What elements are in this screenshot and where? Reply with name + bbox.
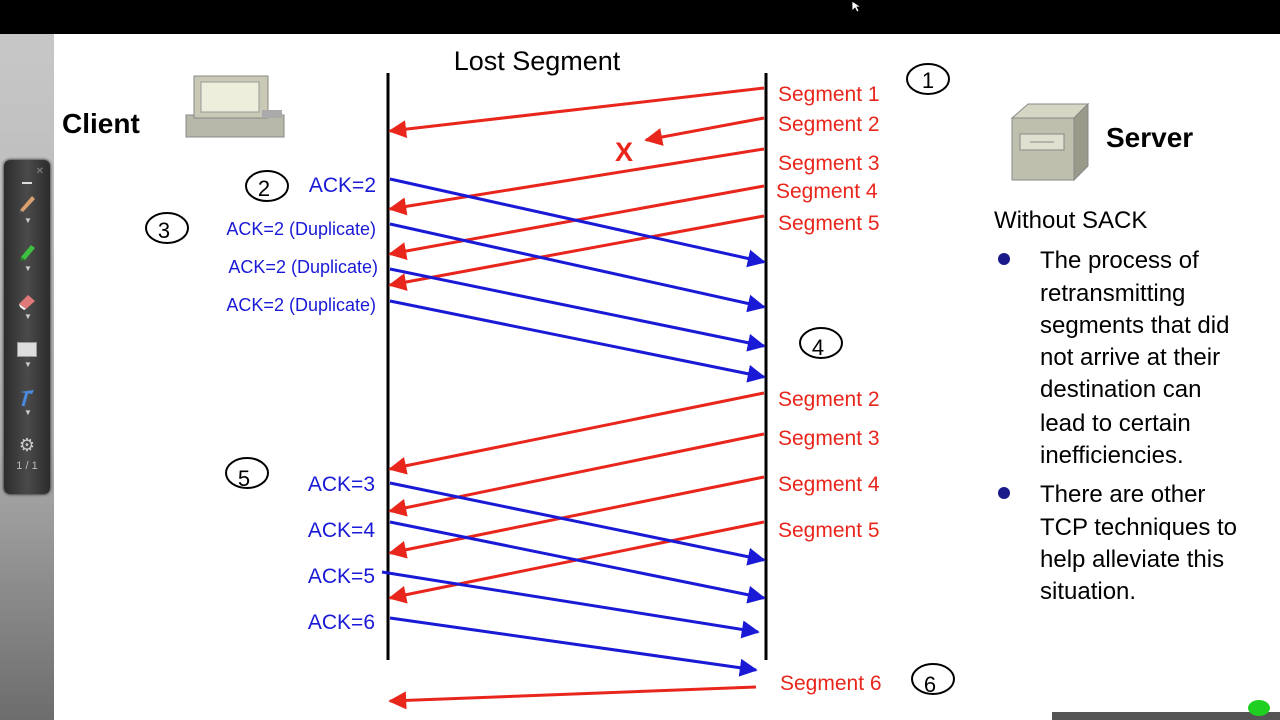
mouse-cursor-icon [851, 0, 863, 13]
status-indicator-icon [1248, 700, 1270, 716]
ack-arrow [389, 177, 766, 268]
step-marker-label: 3 [158, 218, 170, 243]
segment-label: Segment 2 [778, 388, 880, 411]
ack-arrow [389, 520, 766, 604]
step-marker-label: 4 [812, 335, 824, 360]
dropdown-arrow-icon[interactable]: ▼ [24, 264, 32, 273]
ack-arrow [389, 481, 766, 566]
ack-label: ACK=6 [308, 611, 375, 634]
ack-arrow [389, 299, 766, 383]
top-bar [0, 0, 1280, 34]
ack-label: ACK=2 (Duplicate) [226, 295, 376, 315]
step-marker-2: 2 [245, 170, 289, 202]
bullet-2-line: help alleviate this [1040, 546, 1224, 573]
step-marker-6: 6 [911, 663, 955, 697]
bullet-2-line: situation. [1040, 578, 1136, 605]
segment-label: Segment 4 [778, 473, 880, 496]
ack-label: ACK=2 (Duplicate) [228, 257, 378, 277]
pen-icon[interactable] [14, 190, 40, 216]
bullet-1-line: The process of [1040, 247, 1199, 274]
step-marker-3: 3 [145, 212, 189, 244]
ack-arrow [389, 616, 758, 677]
page-indicator: 1 / 1 [16, 460, 38, 472]
bullet-2-line: There are other [1040, 481, 1205, 508]
eraser-icon[interactable] [14, 288, 40, 314]
notes-heading: Without SACK [994, 207, 1147, 234]
bullet-1-line: retransmitting [1040, 280, 1185, 307]
segment-label: Segment 3 [778, 427, 880, 450]
segment-label: Segment 4 [776, 180, 878, 203]
bullet-1-line: inefficiencies. [1040, 442, 1184, 469]
segment-label: Segment 3 [778, 152, 880, 175]
ack-label: ACK=2 [309, 174, 376, 197]
annotation-toolbar: ✕ ⚙ 1 / 1 ▼ ▼ ▼ ▼ ▼ [4, 160, 50, 494]
ack-arrow [389, 222, 766, 313]
step-marker-label: 5 [238, 466, 250, 491]
segment-arrow [388, 214, 765, 291]
lost-marker: X [615, 137, 633, 167]
bullet-1-line: destination can [1040, 376, 1201, 403]
status-bar [1052, 712, 1280, 720]
screen-icon[interactable] [14, 336, 40, 362]
gear-icon[interactable]: ⚙ [18, 434, 36, 455]
bullet-1-line: segments that did [1040, 312, 1229, 339]
dropdown-arrow-icon[interactable]: ▼ [24, 312, 32, 321]
dropdown-arrow-icon[interactable]: ▼ [24, 216, 32, 225]
segment-label: Segment 5 [778, 519, 880, 542]
pointer-icon[interactable] [14, 384, 40, 410]
segment-arrow [388, 86, 765, 139]
client-computer-icon [185, 75, 285, 138]
segment-arrow [388, 685, 757, 710]
dropdown-arrow-icon[interactable]: ▼ [24, 360, 32, 369]
close-icon[interactable]: ✕ [35, 166, 44, 177]
step-marker-5: 5 [225, 457, 269, 491]
dropdown-arrow-icon[interactable]: ▼ [24, 408, 32, 417]
highlighter-icon[interactable] [14, 238, 40, 264]
ack-label: ACK=3 [308, 473, 375, 496]
segment-label: Segment 1 [778, 83, 880, 106]
step-marker-1: 1 [906, 63, 950, 95]
segment-arrow [388, 391, 765, 475]
diagram-title: Lost Segment [454, 46, 621, 76]
bullet-icon [998, 253, 1010, 265]
ack-arrow [381, 570, 760, 639]
bullet-1-line: not arrive at their [1040, 344, 1220, 371]
step-marker-label: 6 [924, 672, 936, 697]
segment-label: Segment 2 [778, 113, 880, 136]
segment-arrow [388, 147, 765, 216]
ack-label: ACK=2 (Duplicate) [226, 219, 376, 239]
bullet-2-line: TCP techniques to [1040, 514, 1237, 541]
ack-arrow [389, 267, 766, 352]
segment-arrow [388, 475, 765, 559]
ack-label: ACK=5 [308, 565, 375, 588]
lost-segment-arrow [644, 116, 765, 146]
step-marker-4: 4 [799, 327, 843, 360]
segment-label: Segment 5 [778, 212, 880, 235]
bullet-icon [998, 487, 1010, 499]
segment-label: Segment 6 [780, 672, 882, 695]
step-marker-label: 2 [258, 176, 270, 201]
minimize-icon[interactable] [14, 170, 40, 196]
server-label: Server [1106, 122, 1193, 153]
server-tower-icon [1010, 102, 1090, 182]
step-marker-label: 1 [922, 68, 934, 93]
client-label: Client [62, 108, 140, 139]
ack-label: ACK=4 [308, 519, 375, 542]
bullet-1-line: lead to certain [1040, 410, 1191, 437]
segment-arrow [388, 432, 765, 517]
